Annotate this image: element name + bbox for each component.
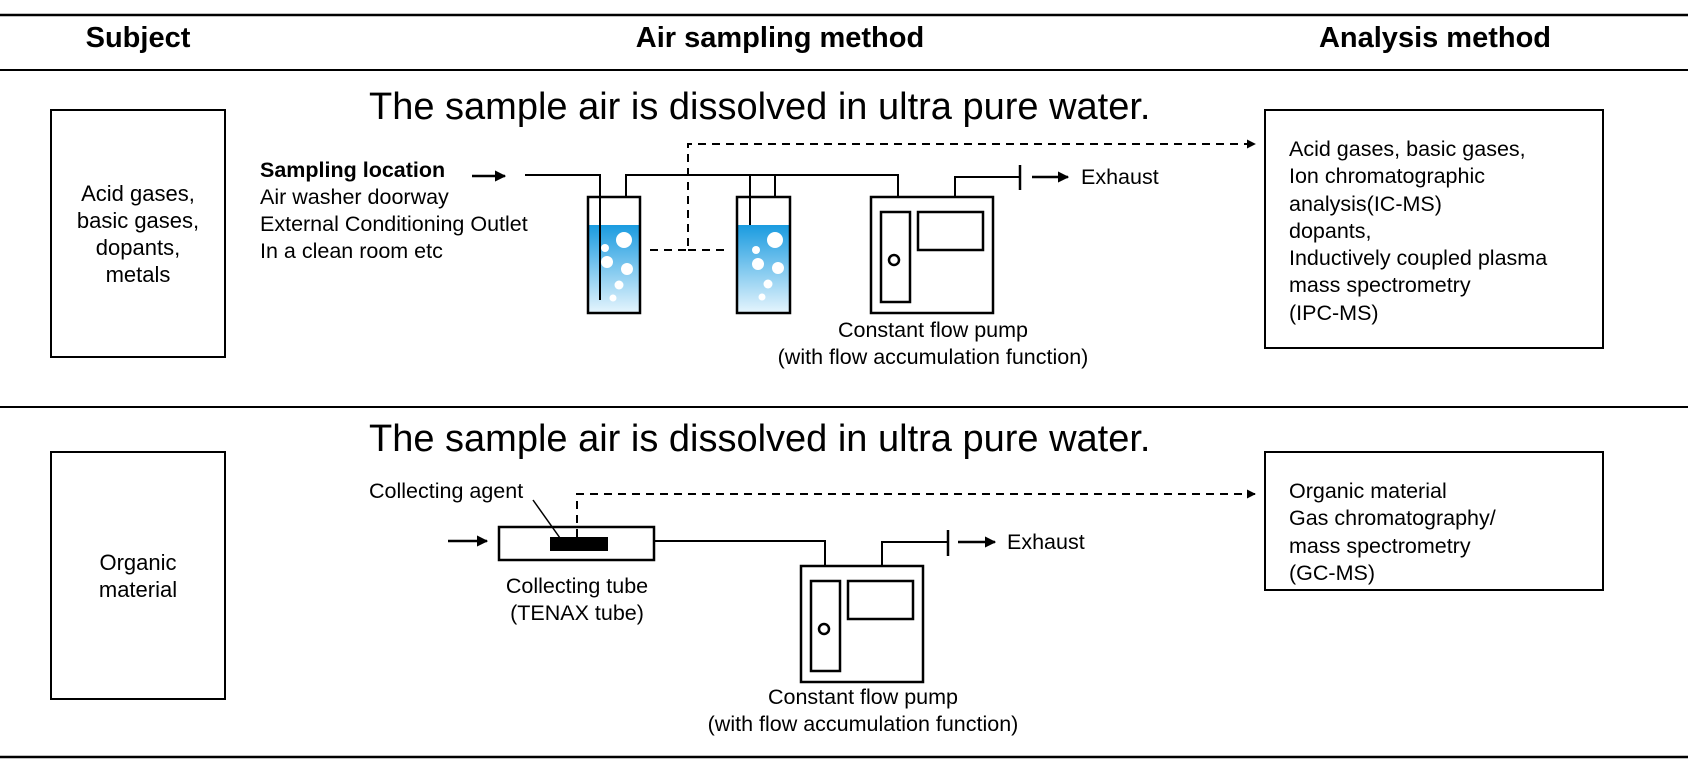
- row1-analysis-line: Inductively coupled plasma: [1289, 246, 1548, 271]
- row2-pump-label: Constant flow pump (with flow accumulati…: [682, 684, 1044, 738]
- row1-analysis-box: Acid gases, basic gases, Ion chromatogra…: [1264, 109, 1604, 349]
- row2-sampling-apparatus: [448, 489, 1256, 684]
- row2-analysis-box: Organic material Gas chromatography/ mas…: [1264, 451, 1604, 591]
- header-subject: Subject: [85, 22, 191, 54]
- row1-pump-label-line: Constant flow pump: [837, 318, 1028, 342]
- row1-subject-box: Acid gases, basic gases, dopants, metals: [50, 109, 226, 358]
- row2-analysis-line: Gas chromatography/: [1289, 506, 1496, 531]
- row2-exhaust-label: Exhaust: [1007, 530, 1085, 554]
- row2-analysis-line: mass spectrometry: [1289, 533, 1471, 558]
- sampling-location-block: Sampling location Air washer doorway Ext…: [260, 157, 528, 265]
- row2-pipe-to-pump: [654, 540, 826, 566]
- row1-analysis-line: (IPC-MS): [1289, 300, 1379, 325]
- row1-method-title: The sample air is dissolved in ultra pur…: [369, 86, 1151, 128]
- row2-analysis-line: Organic material: [1289, 479, 1447, 503]
- impinger-bottle-1: [586, 195, 642, 315]
- row1-subject-line: metals: [105, 261, 171, 287]
- row2-subject-line: material: [98, 576, 178, 602]
- row2-dashed-transfer: [576, 489, 1256, 537]
- collecting-tube-label-line: (TENAX tube): [510, 601, 644, 625]
- collecting-tube-label: Collecting tube (TENAX tube): [487, 573, 667, 627]
- sampling-location-item: Air washer doorway: [260, 185, 449, 209]
- row1-exhaust-label: Exhaust: [1081, 165, 1159, 189]
- row1-subject-line: Acid gases,: [81, 180, 195, 206]
- row1-subject-line: dopants,: [95, 234, 181, 260]
- row1-pump-label-line: (with flow accumulation function): [777, 345, 1089, 369]
- sampling-location-item: In a clean room etc: [260, 239, 443, 263]
- row1-sampling-apparatus: [472, 139, 1256, 315]
- header-air-sampling: Air sampling method: [635, 22, 925, 54]
- row2-analysis-line: (GC-MS): [1289, 560, 1375, 585]
- constant-flow-pump-1: [869, 195, 995, 315]
- collecting-tube-label-line: Collecting tube: [505, 574, 649, 598]
- collecting-agent-block: [550, 537, 608, 551]
- collecting-agent-label: Collecting agent: [369, 479, 524, 503]
- row1-analysis-line: analysis(IC-MS): [1289, 191, 1442, 216]
- row2-pump-exhaust-pipe: [881, 541, 948, 566]
- row2-pump-label-line: (with flow accumulation function): [707, 712, 1019, 736]
- row1-dashed-transfer: [650, 139, 1256, 251]
- row2-pump-label-line: Constant flow pump: [767, 685, 958, 709]
- header-analysis: Analysis method: [1318, 22, 1552, 54]
- constant-flow-pump-2: [799, 564, 925, 684]
- impinger-bottle-2: [735, 195, 792, 315]
- row2-method-title: The sample air is dissolved in ultra pur…: [369, 418, 1151, 460]
- row1-analysis-line: mass spectrometry: [1289, 273, 1471, 298]
- collecting-agent-leader: [532, 499, 561, 539]
- row1-pipe-bottle-link: [625, 174, 776, 197]
- row2-subject-box: Organic material: [50, 451, 226, 700]
- row2-subject-line: Organic: [99, 549, 177, 575]
- row1-subject-line: basic gases,: [76, 207, 200, 233]
- row1-pump-exhaust-pipe: [954, 176, 1020, 197]
- row1-pump-label: Constant flow pump (with flow accumulati…: [752, 317, 1114, 371]
- row1-analysis-line: Ion chromatographic: [1289, 164, 1485, 189]
- row1-pipe-to-pump: [774, 174, 899, 197]
- sampling-location-item: External Conditioning Outlet: [260, 212, 528, 236]
- sampling-location-heading: Sampling location: [260, 158, 446, 182]
- row1-analysis-line: dopants,: [1289, 218, 1372, 243]
- row1-analysis-line: Acid gases, basic gases,: [1289, 137, 1526, 161]
